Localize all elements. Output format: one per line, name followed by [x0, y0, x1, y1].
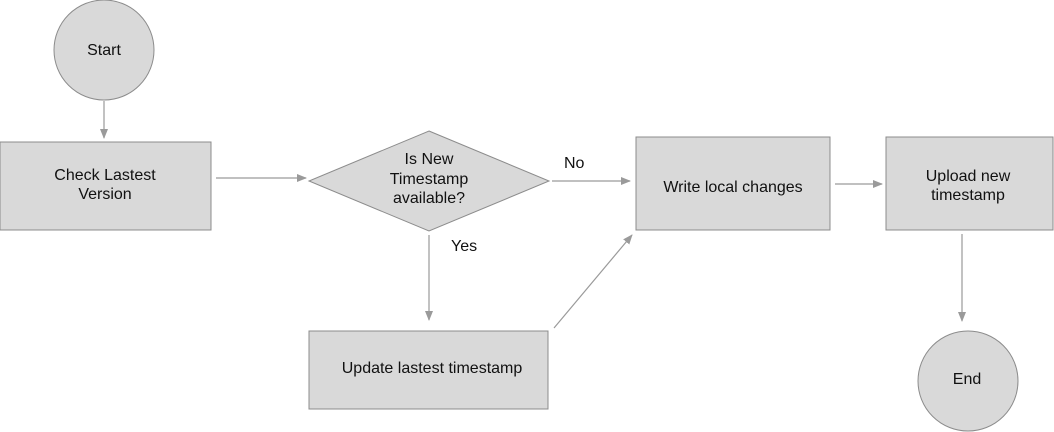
check-version-node: Check Lastest Version	[0, 141, 212, 231]
decision-label-line-3: available?	[393, 190, 465, 207]
upload-timestamp-label-line-2: timestamp	[931, 187, 1005, 204]
check-version-label-line-2: Version	[78, 186, 131, 203]
upload-timestamp-label-line-1: Upload new	[926, 168, 1011, 185]
start-node: Start	[53, 0, 155, 101]
decision-label-line-2: Timestamp	[390, 171, 469, 188]
decision-label-line-1: Is New	[405, 151, 454, 168]
end-node: End	[917, 330, 1019, 432]
edge-update-to-write	[553, 234, 633, 329]
update-timestamp-node: Update lastest timestamp	[308, 330, 549, 410]
edge-label-no: No	[564, 155, 585, 172]
end-label: End	[953, 371, 981, 388]
edge-label-yes: Yes	[451, 238, 477, 255]
update-timestamp-label: Update lastest timestamp	[342, 360, 523, 377]
start-label: Start	[87, 42, 121, 59]
write-changes-node: Write local changes	[635, 136, 831, 231]
upload-timestamp-node: Upload new timestamp	[885, 136, 1054, 231]
check-version-label-line-1: Check Lastest	[54, 167, 156, 184]
timestamp-decision-node: Is New Timestamp available?	[307, 130, 551, 232]
write-changes-label: Write local changes	[663, 179, 802, 196]
